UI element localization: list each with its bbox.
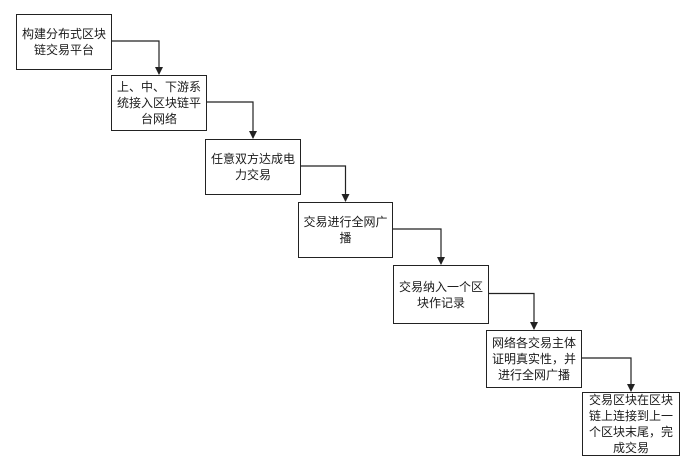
step-box-1: 构建分布式区块 链交易平台 [16, 14, 112, 70]
connector-arrow-3 [301, 165, 350, 202]
step-box-7: 交易区块在区块 链上连接到上一 个区块末尾，完 成交易 [582, 392, 680, 456]
step-box-3: 任意双方达成电 力交易 [205, 139, 301, 195]
connector-arrow-2 [207, 101, 257, 139]
connector-arrow-4 [393, 228, 445, 265]
step-box-2: 上、中、下游系 统接入区块链平 台网络 [111, 75, 207, 131]
connector-arrow-5 [489, 292, 538, 330]
step-box-5: 交易纳入一个区 块作记录 [393, 265, 489, 324]
connector-arrow-1 [112, 40, 163, 75]
step-box-6: 网络各交易主体 证明真实性，并 进行全网广播 [486, 330, 582, 388]
step-box-4: 交易进行全网广 播 [298, 202, 393, 258]
connector-arrow-6 [582, 357, 635, 392]
